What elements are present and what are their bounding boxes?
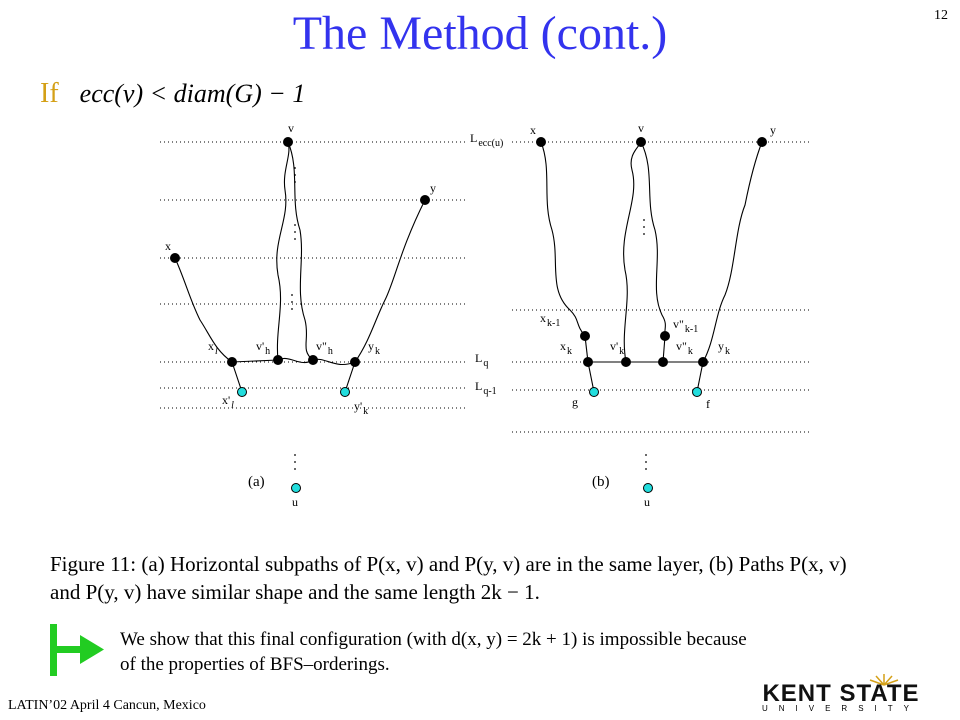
label-vh1-a: v'h xyxy=(256,339,270,357)
figure-11: v y x xl v'h v"h yk x'l y'k u (a) xyxy=(160,121,812,509)
conclusion-line-1: We show that this final configuration (w… xyxy=(120,629,747,650)
label-v-b: v xyxy=(638,121,644,135)
conclusion-line-2: of the properties of BFS–orderings. xyxy=(120,654,390,675)
caption-line-2: and P(y, v) have similar shape and the s… xyxy=(50,580,540,604)
node-vh2-a xyxy=(308,355,318,365)
label-x-a: x xyxy=(165,239,171,253)
slide-number: 12 xyxy=(934,8,948,23)
layer-q1: Lq-1 xyxy=(475,379,497,397)
label-yk-b: yk xyxy=(718,339,730,357)
logo-name: KENT STATE xyxy=(762,680,920,707)
node-y-b xyxy=(757,137,767,147)
slide-title: The Method (cont.) xyxy=(292,7,668,60)
label-u-a: u xyxy=(292,495,298,509)
label-y-a: y xyxy=(430,181,436,195)
node-x-a xyxy=(170,253,180,263)
node-g-b xyxy=(589,387,599,397)
node-xl2-a xyxy=(237,387,247,397)
logo-sub: UNIVERSITY xyxy=(761,704,920,713)
panel-a: v y x xl v'h v"h yk x'l y'k u (a) xyxy=(160,121,465,509)
label-yk-a: yk xyxy=(368,339,380,357)
node-xl-a xyxy=(227,357,237,367)
label-vk1-b: v"k-1 xyxy=(673,317,698,335)
label-y-b: y xyxy=(770,123,776,137)
node-xk-b xyxy=(583,357,593,367)
node-yk-b xyxy=(698,357,708,367)
node-yk-a xyxy=(350,357,360,367)
layer-ecc: Lecc(u) xyxy=(470,131,503,149)
kent-state-logo: KENT STATE UNIVERSITY xyxy=(736,674,946,714)
label-vk-a-b: v'k xyxy=(610,339,624,357)
node-vk1-b xyxy=(660,331,670,341)
panel-a-label: (a) xyxy=(248,474,265,490)
node-v-a xyxy=(283,137,293,147)
label-xl-a: xl xyxy=(208,339,218,357)
conclusion-text: We show that this final configuration (w… xyxy=(120,627,920,677)
label-v-a: v xyxy=(288,121,294,135)
if-word: If xyxy=(40,78,59,109)
label-vh2-a: v"h xyxy=(316,339,333,357)
green-arrow-icon xyxy=(50,624,104,676)
node-x-b xyxy=(536,137,546,147)
label-g-b: g xyxy=(572,395,578,409)
sun-icon xyxy=(869,674,899,686)
node-xk1-b xyxy=(580,331,590,341)
label-u-b: u xyxy=(644,495,650,509)
label-xk1-b: xk-1 xyxy=(540,311,560,329)
panel-b: x v y Lecc(u) Lq Lq-1 xk-1 v"k-1 xk v'k … xyxy=(470,121,812,509)
footer-text: LATIN’02 April 4 Cancun, Mexico xyxy=(8,698,206,713)
node-vk-a-b xyxy=(621,357,631,367)
label-xl2-a: x'l xyxy=(222,393,234,411)
label-xk-b: xk xyxy=(560,339,572,357)
label-vk-b-b: v"k xyxy=(676,339,693,357)
node-vk-b-b xyxy=(658,357,668,367)
label-x-b: x xyxy=(530,123,536,137)
layer-q: Lq xyxy=(475,351,488,369)
node-u-a xyxy=(291,483,301,493)
node-vh1-a xyxy=(273,355,283,365)
node-y-a xyxy=(420,195,430,205)
node-u-b xyxy=(643,483,653,493)
figure-caption: Figure 11: (a) Horizontal subpaths of P(… xyxy=(50,550,930,606)
label-f-b: f xyxy=(706,397,710,411)
node-v-b xyxy=(636,137,646,147)
caption-line-1: Figure 11: (a) Horizontal subpaths of P(… xyxy=(50,552,847,576)
node-f-b xyxy=(692,387,702,397)
if-condition: If ecc(v) < diam(G) − 1 xyxy=(40,78,305,110)
panel-b-label: (b) xyxy=(592,474,610,490)
condition-formula: ecc(v) < diam(G) − 1 xyxy=(79,79,306,108)
node-yk2-a xyxy=(340,387,350,397)
label-yk2-a: y'k xyxy=(354,399,368,417)
